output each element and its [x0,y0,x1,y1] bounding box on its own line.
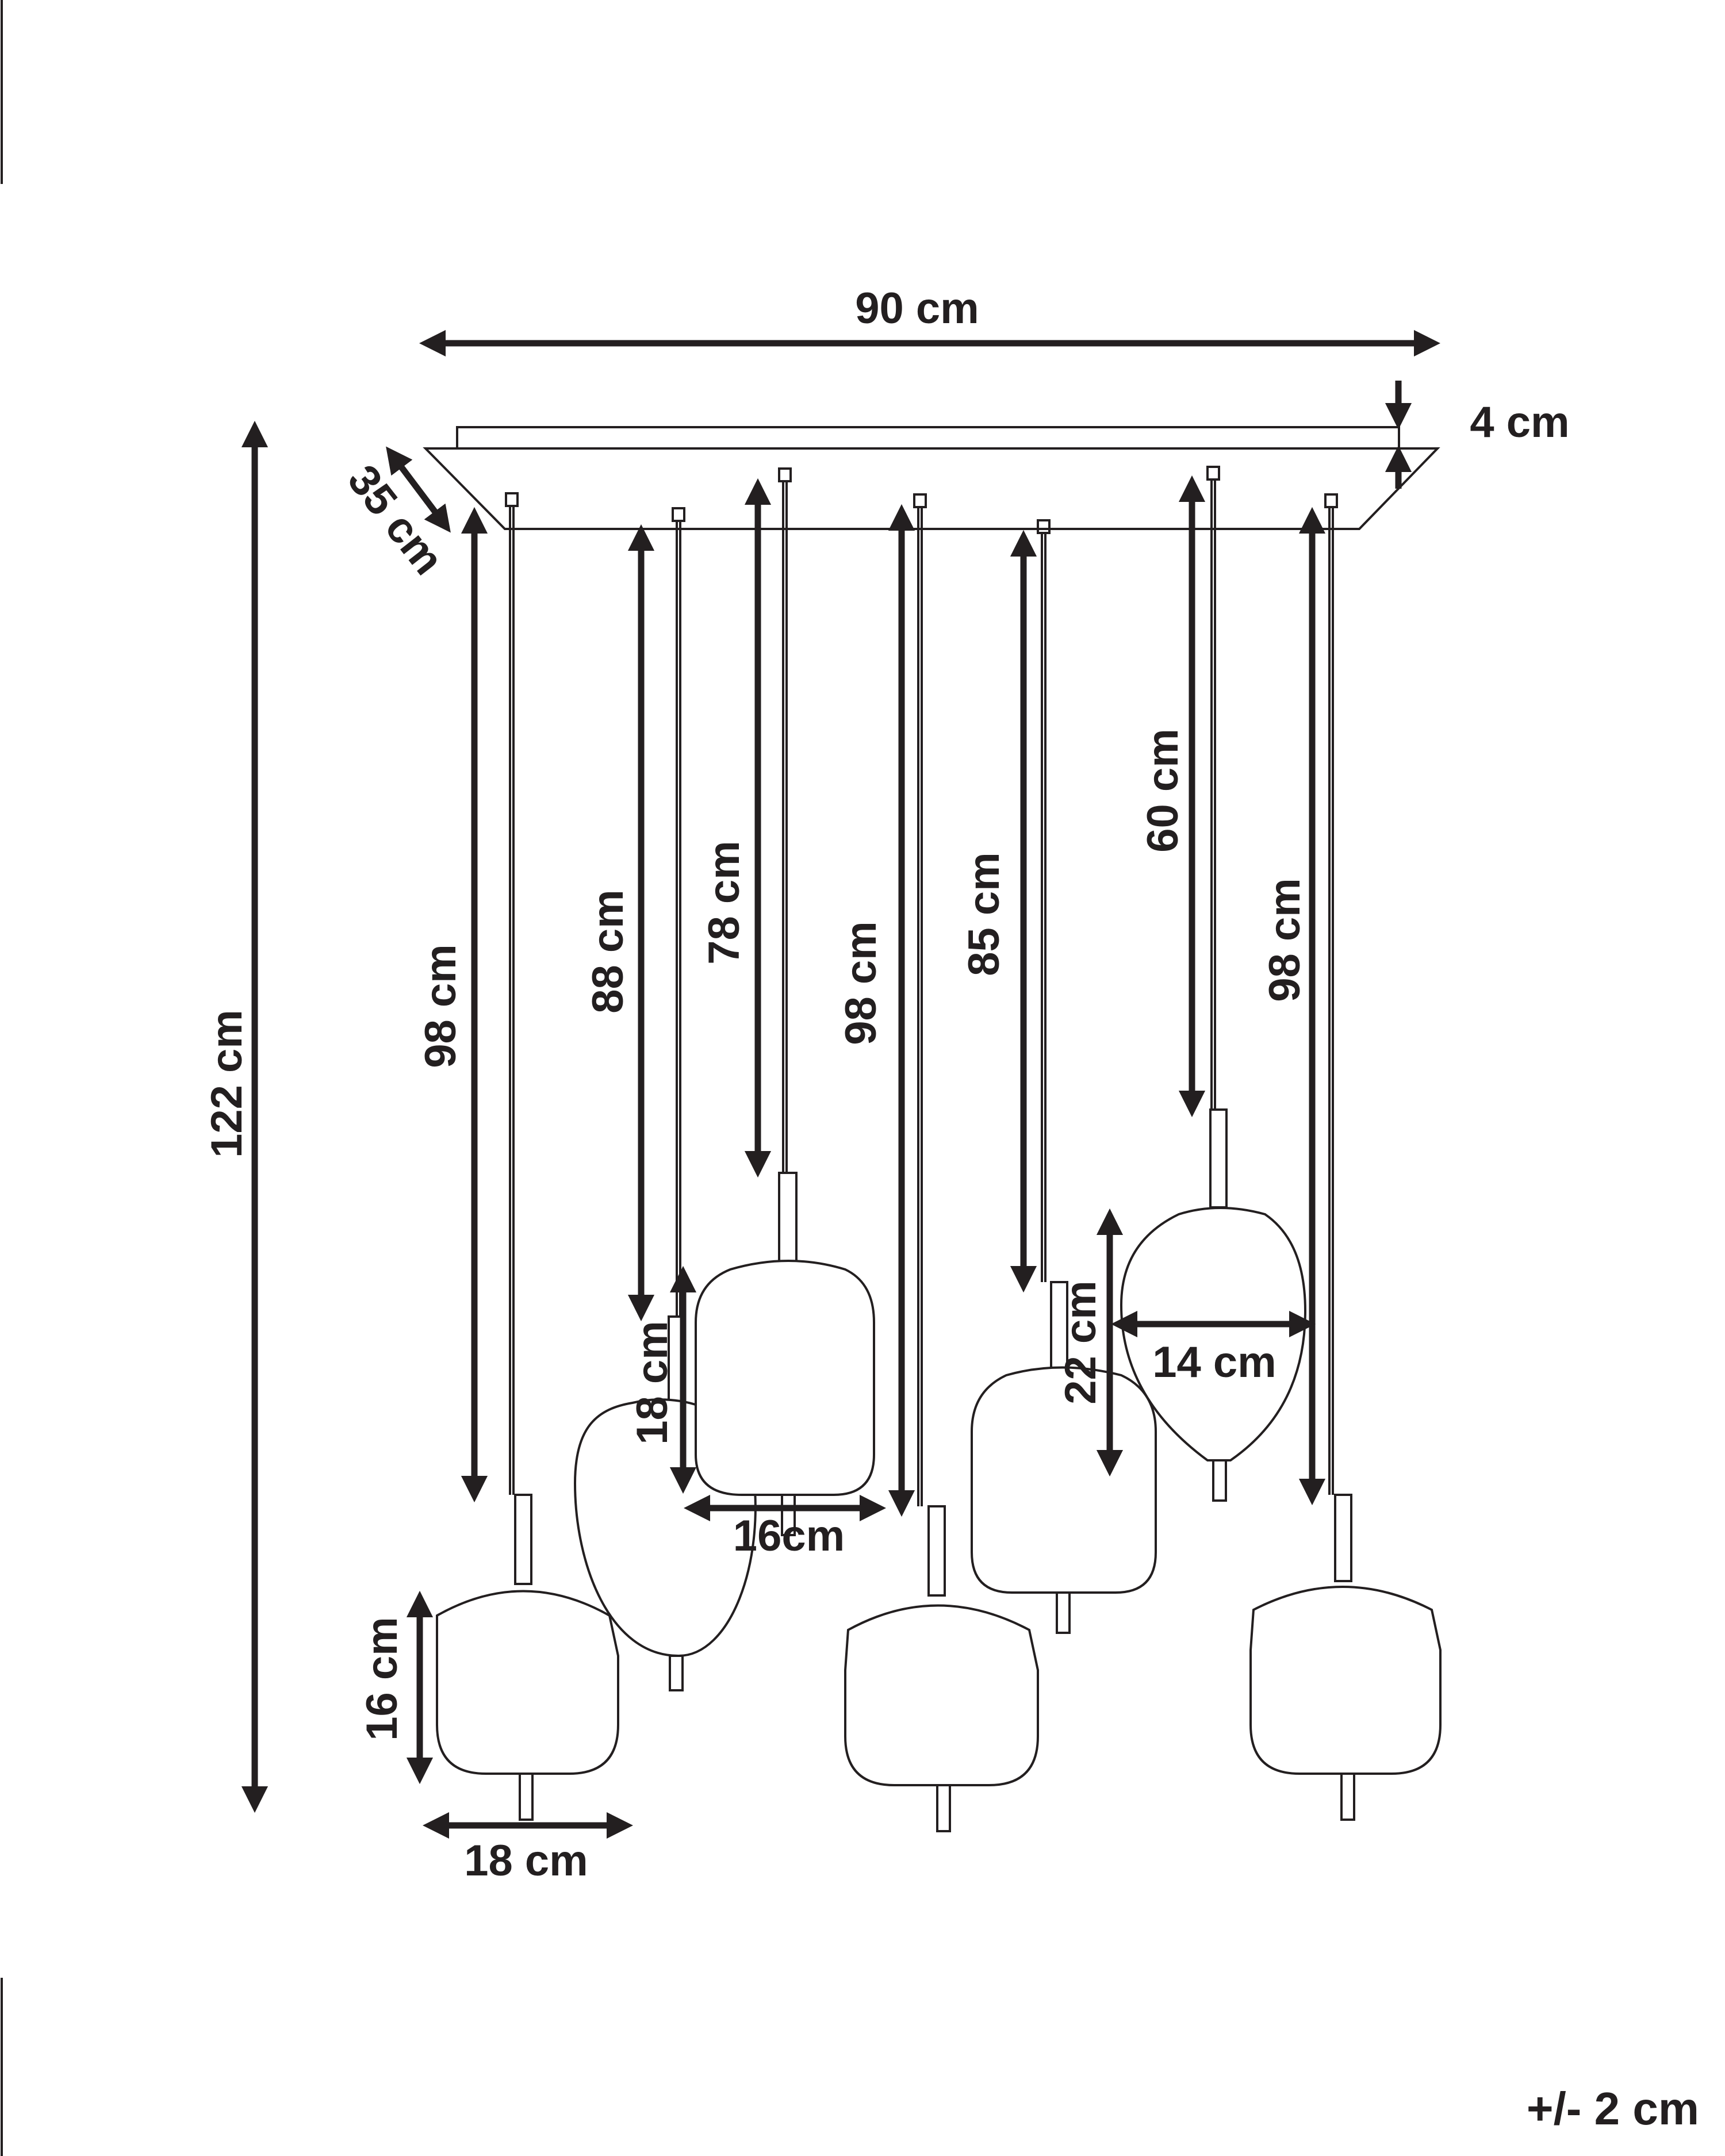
shade-3-cylinder [695,1172,875,1536]
label-canopy-depth: 35 cm [338,456,453,584]
label-cable-7: 98 cm [1260,878,1309,1002]
label-cable-3: 78 cm [700,841,749,965]
label-cable-1: 98 cm [416,944,465,1068]
cable-5 [1037,519,1051,1282]
label-cable-4: 98 cm [837,921,885,1045]
label-oval-width: 14 cm [1152,1338,1276,1387]
cable-1 [505,492,519,1495]
dimension-arrows [241,329,1441,1839]
label-tolerance: +/- 2 cm [1527,2083,1699,2134]
label-cable-5: 85 cm [960,852,1009,976]
label-canopy-height: 4 cm [1470,398,1569,447]
label-canopy-width: 90 cm [855,284,979,333]
ceiling-canopy [423,426,1440,530]
cable-6 [1206,466,1220,1110]
arrow-canopy-depth [386,446,451,533]
label-round-width: 18 cm [464,1836,588,1885]
label-cable-2: 88 cm [584,889,632,1014]
cable-2 [672,507,685,1317]
label-cylinder-width: 16cm [733,1511,845,1560]
cable-7 [1324,493,1338,1495]
label-round-height: 16 cm [358,1617,407,1741]
pendant-cables [505,466,1338,1506]
shade-7-round [1249,1494,1442,1821]
label-cable-6: 60 cm [1138,728,1187,853]
cable-4 [913,493,927,1506]
cable-3 [778,467,792,1173]
label-oval-height: 22 cm [1056,1280,1105,1405]
label-total-height: 122 cm [202,1010,251,1158]
shade-1-round [436,1494,619,1821]
shade-4-round [844,1505,1039,1832]
label-cylinder-height: 18 cm [628,1321,677,1445]
